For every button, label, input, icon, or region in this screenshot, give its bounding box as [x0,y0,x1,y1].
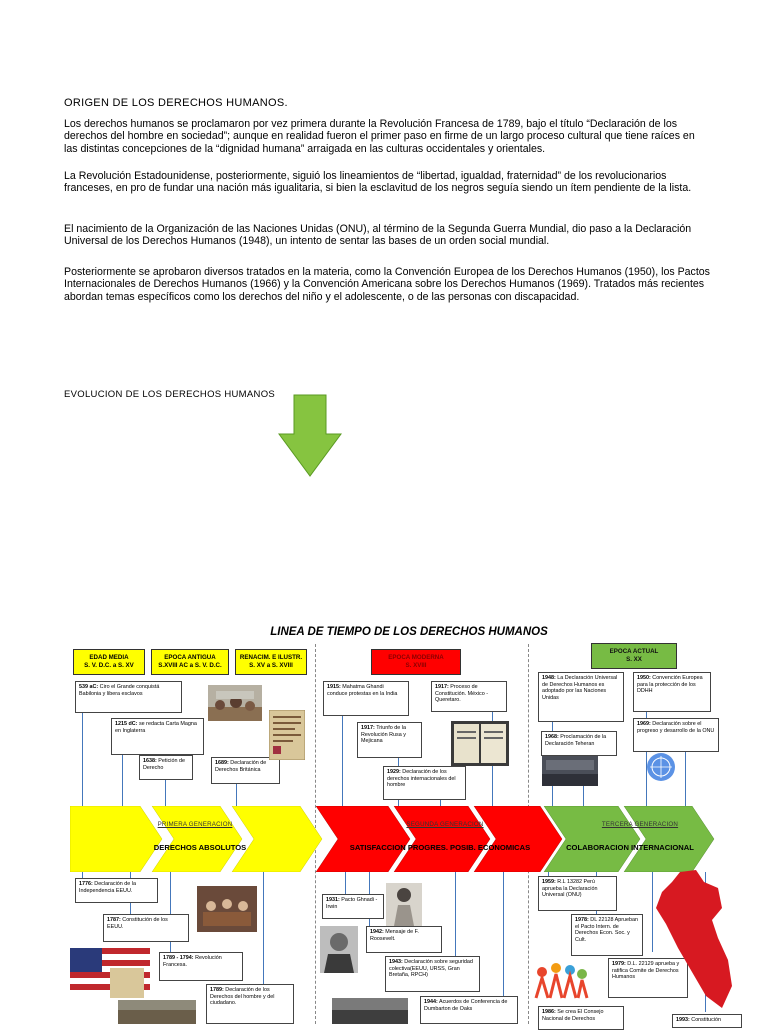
roosevelt-photo-icon [320,926,358,973]
connector [646,712,647,806]
generation-band [70,806,715,872]
page-title: ORIGEN DE LOS DERECHOS HUMANOS. [64,97,288,109]
connector [263,872,264,984]
connector [440,800,441,806]
event-note: 1969: Declaración sobre el progreso y de… [633,718,719,752]
event-note: 1638: Petición de Derecho [139,755,193,780]
signing-painting-icon [197,886,257,932]
connector [342,716,343,806]
paragraph-4: Posteriormente se aprobaron diversos tra… [64,266,710,303]
event-note: 1959: R.L 13282 Perú aprueba la Declarac… [538,876,617,911]
event-note: 1776: Declaración de la Independencia EE… [75,878,158,903]
connector [652,872,653,952]
connector [165,780,166,806]
paragraph-1: Los derechos humanos se proclamaron por … [64,118,695,155]
timeline-title: LINEA DE TIEMPO DE LOS DERECHOS HUMANOS [270,626,548,638]
connector [236,784,237,806]
chevron-first-2 [151,806,243,872]
paragraph-2: La Revolución Estadounidense, posteriorm… [64,170,692,195]
chevron-third-2 [623,806,715,872]
evolution-heading: EVOLUCION DE LOS DERECHOS HUMANOS [64,389,276,400]
connector [548,872,549,878]
chevron-second-1 [315,806,411,872]
event-note: 1943: Declaración sobre seguridad colect… [385,956,480,992]
connector [82,706,83,806]
event-note: 1944: Acuerdos de Conferencia de Dumbart… [420,996,518,1024]
event-note: 1993: Constitución [672,1014,742,1028]
chevron-second-3 [473,806,563,872]
event-note: 1931: Pacto Ghnadi - Irwin [322,894,384,919]
event-note: 1789 - 1794: Revolución Francesa. [159,952,243,981]
second-generation-title: SATISFACCION PROGRES. POSIB. ECONOMICAS [349,843,531,852]
paragraph-3: El nacimiento de la Organización de las … [64,223,692,248]
first-generation-label: PRIMERA GENERACION [157,821,233,828]
event-note: 1915: Mahatma Ghandi conduce protestas e… [323,681,409,716]
chevron-first-1 [70,806,163,872]
connector [345,872,346,894]
third-generation-label: TERCERA GENERACION [601,821,679,828]
children-logo-icon [534,963,589,999]
first-generation-title: DERECHOS ABSOLUTOS [153,843,247,852]
assembly-photo-icon [542,756,598,786]
event-note: 1787: Constitución de los EEUU. [103,914,189,942]
manuscript-icon [269,710,305,760]
connector [503,872,504,996]
event-note: 1929: Declaración de los derechos intern… [383,766,466,800]
connector [455,872,456,956]
conference-photo-icon [332,998,408,1024]
battle-painting-icon [208,685,262,721]
document-photo-icon [451,721,509,766]
event-note: 539 aC: Ciro el Grande conquistá Babilon… [75,681,182,713]
second-generation-label: SEGUNDA GENERACION [406,821,484,828]
chevron-first-3 [231,806,323,872]
event-note: 1689: Declaración de Derechos Británica [211,757,280,784]
event-note: 1948: La Declaración Universal de Derech… [538,672,624,722]
un-emblem-icon [647,753,675,781]
connector [685,752,686,806]
connector [82,872,83,878]
revolution-painting-icon [118,1000,196,1024]
chevron-third-1 [543,806,641,872]
event-note: 1950: Convención Europea para la protecc… [633,672,711,712]
third-generation-title: COLABORACION INTERNACIONAL [566,843,694,852]
event-note: 1917: Proceso de Constitución. México - … [431,681,507,712]
us-flag-photo-icon [70,948,150,1000]
era-renacimiento: RENACIM. E ILUSTR.S. XV a S. XVIII [235,649,307,675]
down-arrow-icon [278,394,342,477]
event-note: 1942: Mensaje de F. Roosevelt. [366,926,442,953]
event-note: 1978: DL 22128 Aprueban el Pacto Intern.… [571,914,643,956]
gandhi-photo-icon [386,883,422,926]
chevron-second-2 [393,806,491,872]
peru-map-icon [656,870,732,1008]
event-note: 1917: Triunfo de la Revolución Rusa y Me… [357,722,422,758]
connector [122,755,123,806]
event-note: 1979: D.L. 22129 aprueba y ratifica Comi… [608,958,688,998]
event-note: 1986: Se crea El Consejo Nacional de Der… [538,1006,624,1030]
event-note: 1968: Proclamación de la Declaración Teh… [541,731,617,756]
event-note: 1215 dC: se redacta Carta Magna en Ingla… [111,718,204,755]
connector [170,872,171,952]
event-note: 1789: Declaración de los Derechos del ho… [206,984,294,1024]
